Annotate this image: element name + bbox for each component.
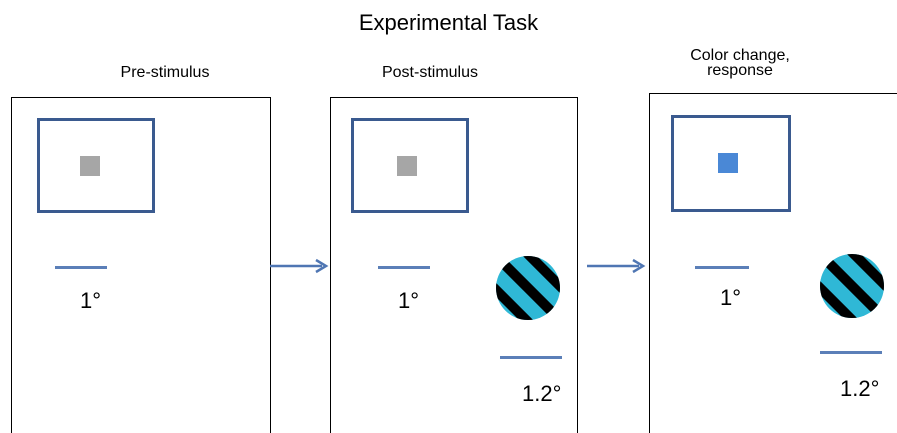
grating-scale-bar [500,356,562,359]
diagram-title: Experimental Task [358,10,539,35]
fixation-square [397,156,417,176]
grating-scale-label: 1.2° [522,381,562,406]
panel-pre-stimulus [11,97,271,433]
scale-label: 1° [80,288,102,313]
panel-label-post-stimulus: Post-stimulus [381,64,479,81]
scale-bar [695,266,749,269]
scale-label: 1° [398,288,420,313]
arrow-right-icon [270,258,329,274]
grating-stimulus-icon [820,254,884,318]
grating-scale-bar [820,351,882,354]
cue-box [351,118,469,213]
panel-label-color-change: Color change, response [690,47,790,79]
panel-label-pre-stimulus: Pre-stimulus [120,64,210,81]
cue-box [671,115,791,212]
scale-bar [378,266,430,269]
grating-scale-label: 1.2° [840,376,880,401]
scale-bar [55,266,107,269]
fixation-square [80,156,100,176]
arrow-right-icon [587,258,646,274]
fixation-square-changed [718,153,738,173]
cue-box [37,118,155,213]
scale-label: 1° [720,285,742,310]
grating-stimulus-icon [496,256,560,320]
